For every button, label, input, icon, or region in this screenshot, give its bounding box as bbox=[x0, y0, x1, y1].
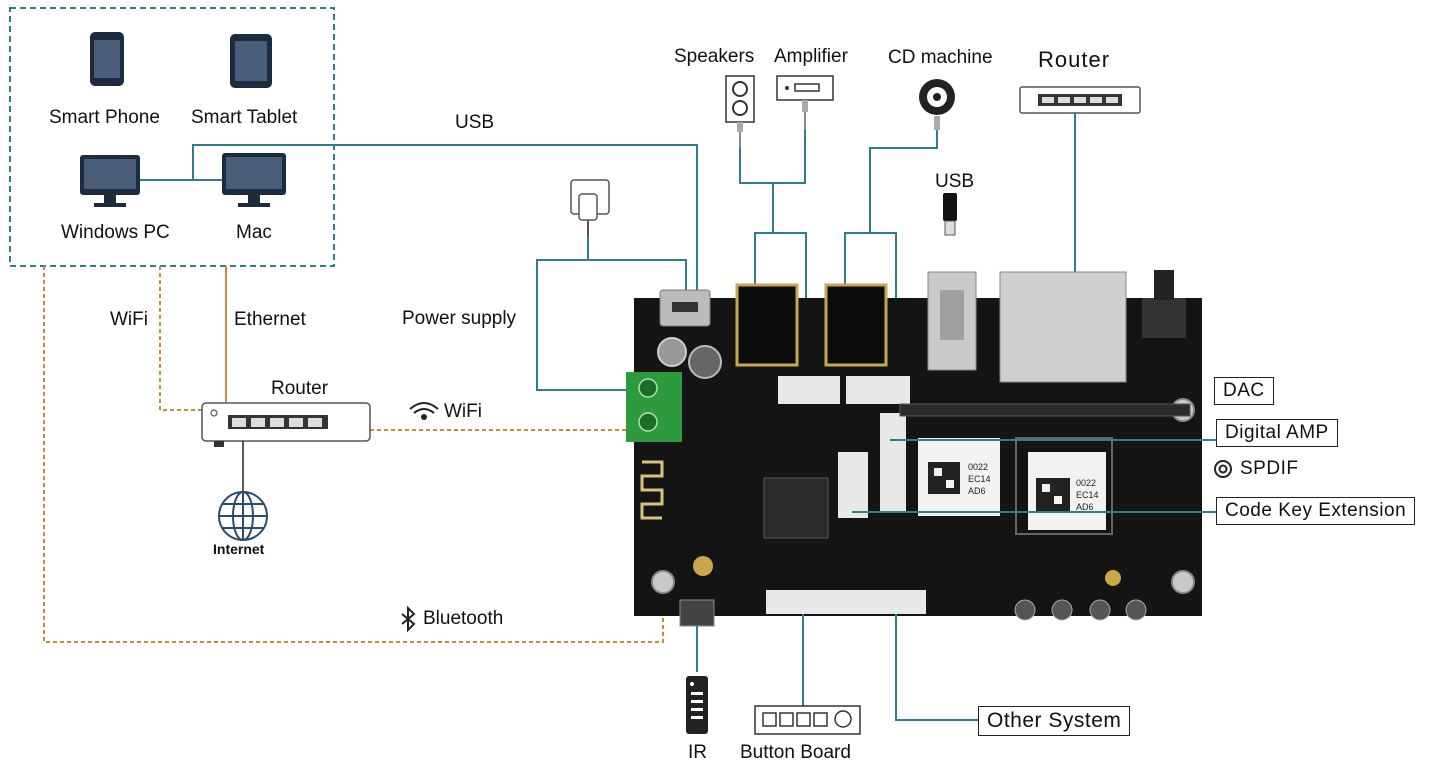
board-ethernet-port bbox=[999, 271, 1127, 383]
wifi-dashed-line bbox=[159, 266, 202, 411]
label-smart-phone: Smart Phone bbox=[49, 107, 160, 128]
speaker-jack-line bbox=[754, 183, 774, 292]
cd-machine-icon bbox=[919, 79, 955, 130]
qr2-text-3: AD6 bbox=[1076, 502, 1094, 512]
label-power-supply: Power supply bbox=[402, 308, 517, 329]
callout-code-key-extension: Code Key Extension bbox=[1216, 497, 1416, 525]
callout-other-system: Other System bbox=[978, 706, 1131, 736]
label-internet: Internet bbox=[213, 541, 265, 557]
router-top-icon bbox=[1019, 86, 1141, 114]
other-system-line bbox=[895, 614, 978, 721]
qr1-text-2: EC14 bbox=[968, 474, 991, 484]
qr1-text-3: AD6 bbox=[968, 486, 986, 496]
router-left-icon bbox=[201, 402, 371, 447]
cd-line bbox=[844, 130, 938, 292]
device-group-box bbox=[9, 7, 335, 267]
main-chip bbox=[763, 477, 829, 539]
qr1-text-1: 0022 bbox=[968, 462, 988, 472]
label-amplifier: Amplifier bbox=[774, 46, 848, 67]
internet-globe-icon bbox=[218, 491, 268, 541]
button-board-icon bbox=[754, 705, 861, 735]
wifi-icon bbox=[409, 402, 439, 420]
label-bluetooth: Bluetooth bbox=[423, 608, 504, 629]
audio-jack-2 bbox=[824, 283, 888, 367]
label-wifi-mid: WiFi bbox=[444, 401, 482, 422]
power-plug-icon bbox=[570, 179, 610, 236]
usb-line-top bbox=[192, 144, 698, 292]
label-usb-drive: USB bbox=[935, 171, 975, 192]
label-router-left: Router bbox=[271, 378, 329, 399]
speaker-amp-line bbox=[739, 130, 806, 184]
speakers-icon bbox=[725, 75, 755, 148]
callout-digital-amp: Digital AMP bbox=[1216, 419, 1338, 447]
label-wifi-left: WiFi bbox=[110, 309, 148, 330]
amplifier-icon bbox=[776, 75, 834, 130]
label-smart-tablet: Smart Tablet bbox=[191, 107, 298, 128]
label-cd-machine: CD machine bbox=[888, 47, 993, 68]
label-mac: Mac bbox=[236, 222, 272, 243]
smart-tablet-icon bbox=[230, 34, 272, 88]
power-line bbox=[536, 236, 628, 391]
smart-phone-icon bbox=[90, 32, 124, 86]
windows-pc-icon bbox=[80, 155, 140, 207]
mac-icon bbox=[222, 153, 286, 207]
spdif-icon bbox=[1214, 460, 1232, 478]
label-router-top: Router bbox=[1038, 47, 1111, 72]
qr2-text-2: EC14 bbox=[1076, 490, 1099, 500]
bluetooth-icon bbox=[401, 605, 416, 633]
label-ethernet: Ethernet bbox=[234, 309, 306, 330]
label-windows-pc: Windows PC bbox=[61, 222, 170, 243]
audio-jack-1 bbox=[735, 283, 799, 367]
label-usb-top: USB bbox=[455, 112, 495, 133]
bluetooth-dashed-line bbox=[43, 266, 664, 643]
ir-remote-icon bbox=[686, 676, 708, 734]
power-line-b bbox=[588, 259, 687, 292]
qr2-text-1: 0022 bbox=[1076, 478, 1096, 488]
board-usb-a-port bbox=[927, 271, 977, 371]
label-ir: IR bbox=[688, 742, 707, 763]
callout-dac: DAC bbox=[1214, 377, 1274, 405]
label-button-board: Button Board bbox=[740, 742, 851, 763]
label-speakers: Speakers bbox=[674, 46, 755, 67]
usb-drive-icon bbox=[943, 193, 957, 236]
ir-receiver bbox=[679, 599, 715, 627]
callout-spdif: SPDIF bbox=[1240, 458, 1299, 479]
main-board bbox=[626, 270, 1202, 627]
